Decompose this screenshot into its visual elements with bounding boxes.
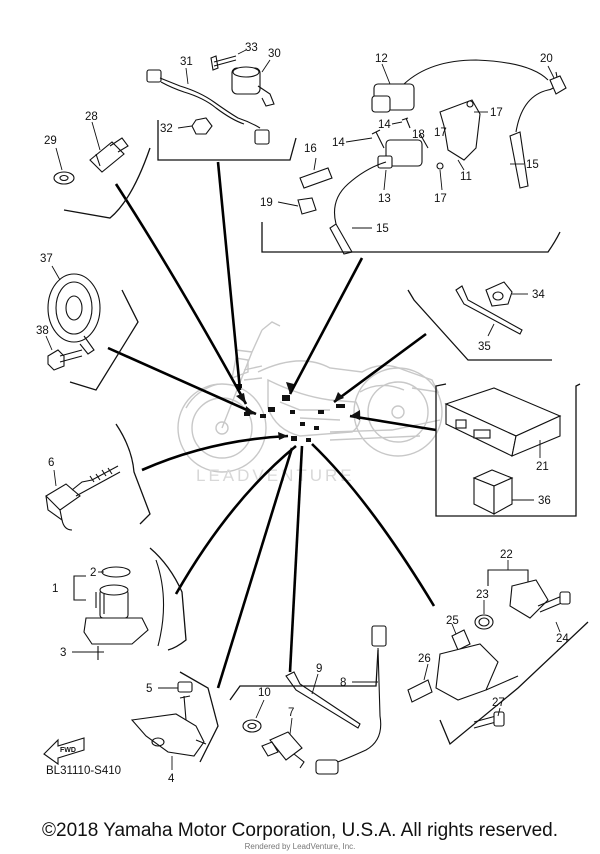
- part-37-horn: [45, 265, 101, 371]
- callout-33: 33: [245, 42, 258, 54]
- callout-17-a: 17: [490, 107, 503, 119]
- callout-15-a: 15: [526, 159, 539, 171]
- callout-9: 9: [316, 663, 322, 675]
- callout-4: 4: [168, 773, 175, 785]
- callout-17-b: 17: [434, 127, 447, 139]
- callout-31: 31: [180, 56, 193, 68]
- part-22-27: [407, 560, 571, 729]
- rendered-by-credit: Rendered by LeadVenture, Inc.: [244, 842, 356, 851]
- part-34-35: [455, 281, 528, 337]
- arrow-heads: [236, 382, 360, 440]
- callout-17-c: 17: [434, 193, 447, 205]
- callout-13: 13: [378, 193, 391, 205]
- part-7-10: [242, 625, 387, 775]
- callout-7: 7: [288, 707, 294, 719]
- callout-14-a: 14: [378, 119, 391, 131]
- callout-5: 5: [146, 683, 152, 695]
- callout-21: 21: [536, 461, 549, 473]
- callout-29: 29: [44, 135, 57, 147]
- link-lines: [107, 161, 437, 689]
- callout-25: 25: [446, 615, 459, 627]
- callout-14-b: 14: [332, 137, 345, 149]
- callout-37: 37: [40, 253, 53, 265]
- callout-35: 35: [478, 341, 491, 353]
- callout-2: 2: [90, 567, 96, 579]
- callout-6: 6: [48, 457, 54, 469]
- part-1-3: [72, 559, 165, 660]
- callout-labels: 33 30 31 32 12 20 17 14 18 17 16 15 11 1…: [36, 42, 569, 785]
- part-36-relay: [472, 469, 534, 515]
- callout-20: 20: [540, 53, 553, 65]
- callout-30: 30: [268, 48, 281, 60]
- part-21-ecu: [444, 387, 562, 458]
- callout-26: 26: [418, 653, 431, 665]
- callout-22: 22: [500, 549, 513, 561]
- callout-18: 18: [412, 129, 425, 141]
- callout-3: 3: [60, 647, 66, 659]
- callout-24: 24: [556, 633, 569, 645]
- callout-19: 19: [260, 197, 273, 209]
- callout-10: 10: [258, 687, 271, 699]
- part-11-20-assembly: [277, 59, 567, 255]
- part-28-29: [53, 121, 129, 185]
- callout-34: 34: [532, 289, 545, 301]
- svg-text:FWD: FWD: [60, 747, 76, 754]
- callout-15-b: 15: [376, 223, 389, 235]
- callout-1: 1: [52, 583, 58, 595]
- callout-8: 8: [340, 677, 346, 689]
- callout-36: 36: [538, 495, 551, 507]
- callout-11: 11: [460, 171, 472, 183]
- callout-23: 23: [476, 589, 489, 601]
- callout-16: 16: [304, 143, 317, 155]
- part-6-sensor: [45, 465, 121, 531]
- part-4-5: [130, 681, 207, 770]
- callout-38: 38: [36, 325, 49, 337]
- diagram-code: BL31110-S410: [46, 765, 121, 777]
- group-brackets: [63, 120, 589, 763]
- callout-28: 28: [85, 111, 98, 123]
- callout-12: 12: [375, 53, 388, 65]
- copyright-notice: ©2018 Yamaha Motor Corporation, U.S.A. A…: [42, 820, 558, 841]
- callout-27: 27: [492, 697, 505, 709]
- part-30-33-assembly: [146, 49, 275, 145]
- fwd-arrow-icon: FWD: [43, 737, 85, 766]
- watermark-text: LEADVENTURE: [196, 466, 355, 485]
- callout-32: 32: [160, 123, 173, 135]
